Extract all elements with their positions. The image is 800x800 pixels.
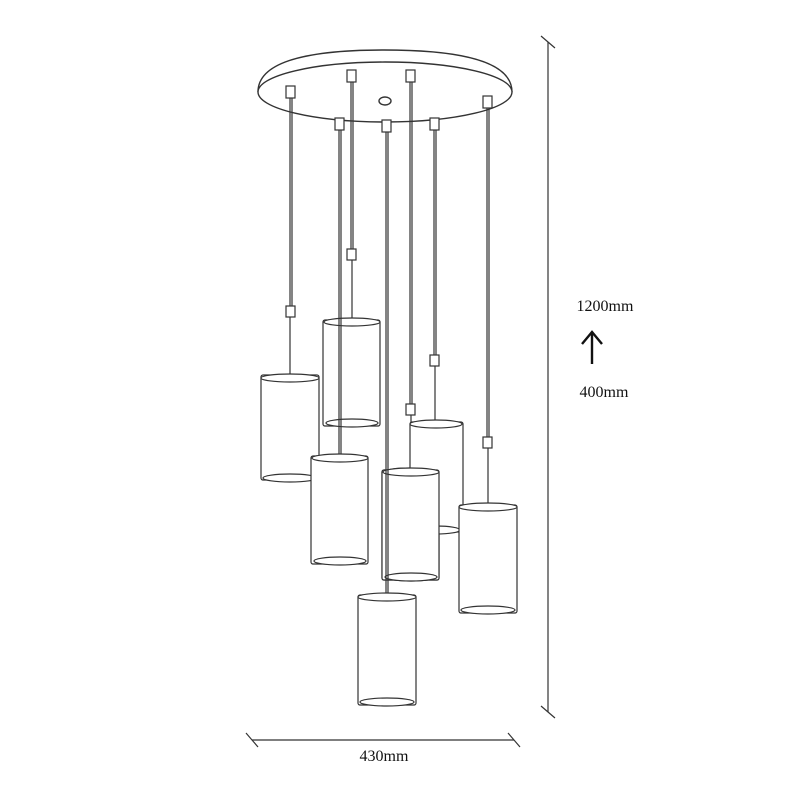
pendant-2 (322, 69, 381, 428)
ceiling-canopy (257, 49, 513, 123)
pendant-3 (310, 117, 369, 566)
height-dimension (540, 35, 556, 719)
pendant-6 (458, 95, 518, 615)
pendants (260, 69, 518, 707)
height-max-label: 1200mm (577, 298, 634, 315)
width-label: 430mm (360, 748, 409, 765)
arrow-up-icon (581, 330, 603, 364)
pendant-4-shade-front (381, 467, 440, 582)
height-min-label: 400mm (580, 384, 629, 401)
pendant-1 (260, 85, 320, 483)
pendant-7 (357, 119, 417, 707)
width-dimension (245, 732, 521, 748)
canopy-center-screw (378, 96, 392, 106)
